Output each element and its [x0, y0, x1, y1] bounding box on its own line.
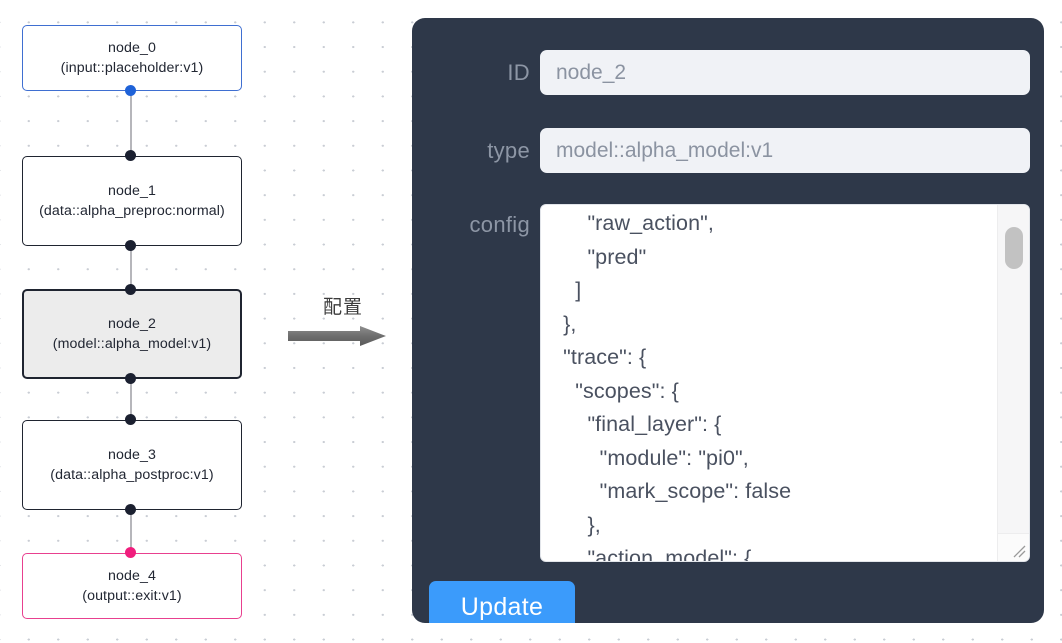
field-row-id: ID — [412, 50, 1044, 95]
type-input[interactable] — [540, 128, 1030, 173]
annotation-label: 配置 — [322, 296, 363, 318]
port-node-1-in[interactable] — [125, 150, 136, 161]
node-id-label: node_0 — [108, 40, 156, 56]
flow-node-node-4[interactable]: node_4 (output::exit:v1) — [22, 553, 242, 619]
field-row-config: config "raw_action", "pred" ] }, "trace"… — [412, 204, 1044, 562]
id-field-label: ID — [507, 59, 530, 85]
annotation-configure: 配置 — [288, 295, 398, 346]
flow-node-node-1[interactable]: node_1 (data::alpha_preproc:normal) — [22, 156, 242, 246]
right-arrow-icon — [288, 326, 398, 346]
node-type-label: (output::exit:v1) — [82, 588, 182, 604]
field-row-type: type — [412, 128, 1044, 173]
resize-handle-icon[interactable] — [997, 533, 1029, 561]
port-node-4-in[interactable] — [125, 547, 136, 558]
node-id-label: node_1 — [108, 183, 156, 199]
id-input[interactable] — [540, 50, 1030, 95]
node-type-label: (model::alpha_model:v1) — [52, 336, 212, 352]
port-node-1-out[interactable] — [125, 240, 136, 251]
flow-node-node-2[interactable]: node_2 (model::alpha_model:v1) — [22, 289, 242, 379]
type-field-label: type — [487, 137, 530, 163]
port-node-3-in[interactable] — [125, 414, 136, 425]
port-node-2-out[interactable] — [125, 373, 136, 384]
node-id-label: node_3 — [108, 447, 156, 463]
config-textarea-wrapper[interactable]: "raw_action", "pred" ] }, "trace": { "sc… — [540, 204, 1030, 562]
config-textarea[interactable]: "raw_action", "pred" ] }, "trace": { "sc… — [563, 211, 792, 562]
node-inspector-panel: ID type config "raw_action", "pred" ] },… — [412, 18, 1044, 623]
node-type-label: (data::alpha_postproc:v1) — [50, 467, 214, 483]
edge-node2-node3 — [130, 375, 132, 419]
node-type-label: (data::alpha_preproc:normal) — [39, 203, 225, 219]
port-node-2-in[interactable] — [125, 284, 136, 295]
config-scrollbar-thumb[interactable] — [1005, 227, 1023, 269]
edge-node0-node1 — [130, 90, 132, 156]
node-type-label: (input::placeholder:v1) — [60, 60, 204, 76]
port-node-0-out[interactable] — [125, 85, 136, 96]
config-scrollbar[interactable] — [997, 205, 1029, 535]
flow-node-node-0[interactable]: node_0 (input::placeholder:v1) — [22, 25, 242, 91]
port-node-3-out[interactable] — [125, 504, 136, 515]
node-id-label: node_2 — [108, 316, 156, 332]
node-id-label: node_4 — [108, 568, 156, 584]
edge-node1-node2 — [130, 245, 132, 291]
flow-node-node-3[interactable]: node_3 (data::alpha_postproc:v1) — [22, 420, 242, 510]
edge-node3-node4 — [130, 508, 132, 552]
config-field-label: config — [469, 212, 530, 237]
update-button[interactable]: Update — [429, 581, 575, 623]
